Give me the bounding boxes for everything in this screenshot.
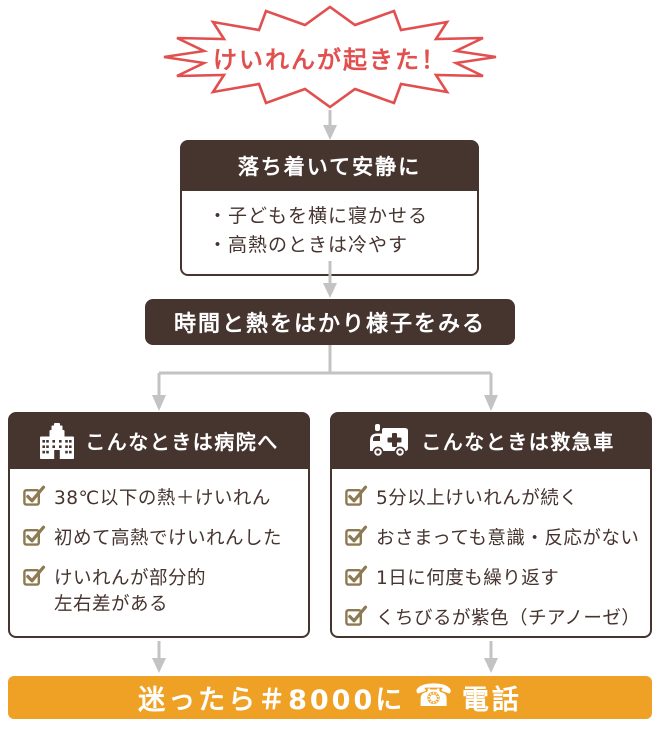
checklist-item: 38℃以下の熱＋けいれん bbox=[23, 484, 302, 512]
ambulance-box-body: 5分以上けいれんが続く おさまっても意識・反応がない 1日に何度も繰り返す bbox=[330, 469, 652, 638]
checkbox-checked-icon bbox=[23, 485, 46, 506]
branch-connector-icon bbox=[152, 345, 498, 411]
checklist-label: 5分以上けいれんが続く bbox=[376, 488, 579, 509]
checklist-item: けいれんが部分的 左右差がある bbox=[23, 564, 302, 618]
checklist-item: おさまっても意識・反応がない bbox=[345, 524, 644, 552]
arrow-down-icon bbox=[152, 641, 166, 673]
checkbox-checked-icon bbox=[345, 485, 368, 506]
checklist-label: 初めて高熱でけいれんした bbox=[54, 527, 283, 549]
alert-burst: けいれんが起きた！ bbox=[160, 4, 500, 110]
arrow-down-icon bbox=[323, 110, 337, 140]
hospital-box-header: こんなときは病院へ bbox=[8, 412, 310, 469]
calm-instruction: ・高熱のときは冷やす bbox=[208, 234, 409, 257]
checkbox-checked-icon bbox=[23, 565, 46, 586]
checklist-item: 5分以上けいれんが続く bbox=[345, 484, 644, 512]
observe-box: 時間と熱をはかり様子をみる bbox=[145, 299, 515, 345]
calm-box-title: 落ち着いて安静に bbox=[180, 140, 479, 191]
checklist-item: くちびるが紫色（チアノーゼ） bbox=[345, 604, 644, 632]
phone-icon: ☎ bbox=[414, 678, 453, 714]
hospital-box-title: こんなときは病院へ bbox=[85, 430, 279, 454]
checklist-label: けいれんが部分的 左右差がある bbox=[54, 567, 207, 615]
hospital-icon bbox=[40, 422, 75, 459]
checkbox-checked-icon bbox=[345, 565, 368, 586]
hospital-box-body: 38℃以下の熱＋けいれん 初めて高熱でけいれんした けいれんが部分的 左右差があ… bbox=[8, 469, 310, 638]
checklist-label: 38℃以下の熱＋けいれん bbox=[54, 488, 271, 509]
hotline-text-after: 電話 bbox=[461, 685, 522, 716]
checklist-item: 初めて高熱でけいれんした bbox=[23, 524, 302, 552]
hotline-text-before: 迷ったら＃8000に bbox=[138, 685, 406, 716]
observe-box-title: 時間と熱をはかり様子をみる bbox=[173, 312, 486, 337]
checklist-label: おさまっても意識・反応がない bbox=[376, 527, 640, 549]
ambulance-icon bbox=[370, 423, 409, 457]
calm-instruction: ・子どもを横に寝かせる bbox=[208, 205, 429, 227]
alert-text: けいれんが起きた！ bbox=[213, 45, 447, 74]
checkbox-checked-icon bbox=[23, 525, 46, 546]
hotline-banner: 迷ったら＃8000に ☎ 電話 bbox=[8, 676, 652, 719]
checklist-label: くちびるが紫色（チアノーゼ） bbox=[376, 607, 641, 629]
arrow-down-icon bbox=[323, 261, 337, 298]
arrow-down-icon bbox=[484, 641, 498, 673]
starburst-shape-icon bbox=[163, 5, 497, 109]
hospital-box: こんなときは病院へ 38℃以下の熱＋けいれん 初めて高熱でけいれんした bbox=[8, 412, 310, 638]
ambulance-box-header: こんなときは救急車 bbox=[330, 412, 652, 469]
ambulance-box-title: こんなときは救急車 bbox=[421, 430, 615, 454]
calm-box: 落ち着いて安静に ・子どもを横に寝かせる ・高熱のときは冷やす bbox=[180, 140, 479, 276]
checklist-item: 1日に何度も繰り返す bbox=[345, 564, 644, 592]
checkbox-checked-icon bbox=[345, 605, 368, 626]
ambulance-box: こんなときは救急車 5分以上けいれんが続く おさまっても意識・反応がない bbox=[330, 412, 652, 638]
checkbox-checked-icon bbox=[345, 525, 368, 546]
checklist-label: 1日に何度も繰り返す bbox=[376, 567, 560, 589]
